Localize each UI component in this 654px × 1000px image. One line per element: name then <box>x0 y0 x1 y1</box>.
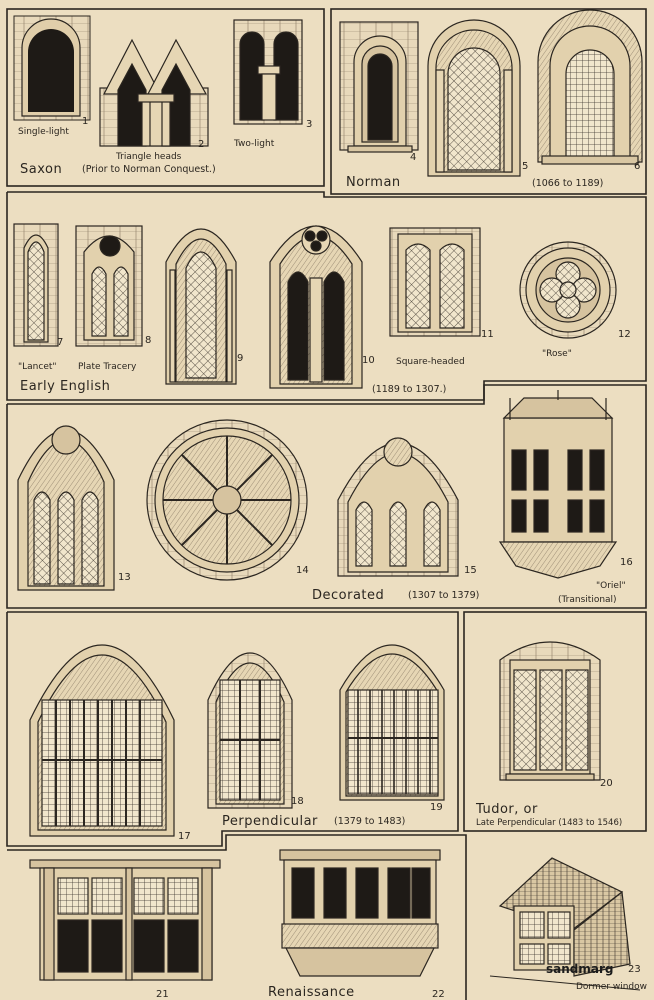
window-19-perpendicular <box>339 644 445 801</box>
watermark: sandmarg <box>546 962 614 976</box>
window-15-decorated-three-light <box>337 437 459 577</box>
saxon-panel <box>6 8 325 187</box>
window-16-oriel <box>498 390 618 579</box>
window-2-saxon-triangle-heads <box>99 38 209 147</box>
fig-number: 10 <box>362 355 375 366</box>
caption-square-headed: Square-headed <box>396 357 465 367</box>
caption-rose: "Rose" <box>542 349 572 359</box>
style-perpendicular: Perpendicular <box>222 814 318 829</box>
caption-two-light: Two-light <box>234 139 275 149</box>
style-decorated: Decorated <box>312 588 385 603</box>
style-early-english: Early English <box>20 379 111 394</box>
fig-number: 4 <box>410 152 417 163</box>
perpendicular-panel <box>6 611 459 847</box>
caption-oriel: "Oriel" <box>596 581 626 591</box>
fig-number: 1 <box>82 116 89 127</box>
fig-number: 5 <box>522 161 529 172</box>
norman-panel <box>330 8 647 195</box>
window-9-early-english-lancet <box>165 228 237 385</box>
window-18-perpendicular <box>207 652 293 809</box>
window-7-lancet <box>13 223 59 347</box>
window-5-norman <box>427 19 521 177</box>
fig-number: 22 <box>432 989 445 1000</box>
style-renaissance: Renaissance <box>268 985 355 1000</box>
window-3-saxon-two-light <box>233 19 303 125</box>
style-tudor: Tudor, or <box>476 802 538 817</box>
caption-plate-tracery: Plate Tracery <box>78 362 137 372</box>
fig-number: 6 <box>634 161 641 172</box>
fig-number: 18 <box>291 796 304 807</box>
window-21-renaissance <box>29 859 221 981</box>
decorated-date: (1307 to 1379) <box>408 590 480 601</box>
window-11-square-headed <box>389 227 481 337</box>
caption-single-light: Single-light <box>18 127 69 137</box>
window-1-saxon-single-light <box>13 15 91 121</box>
caption-dormer-window: Dormer window <box>576 982 647 992</box>
window-6-norman <box>537 9 643 165</box>
fig-number: 23 <box>628 964 641 975</box>
panel-borders <box>6 8 647 1000</box>
fig-number: 8 <box>145 335 152 346</box>
fig-number: 20 <box>600 778 613 789</box>
window-8-plate-tracery <box>75 225 143 347</box>
fig-number: 15 <box>464 565 477 576</box>
fig-number: 2 <box>198 139 205 150</box>
early-english-date: (1189 to 1307.) <box>372 384 447 395</box>
fig-number: 16 <box>620 557 633 568</box>
fig-number: 19 <box>430 802 443 813</box>
caption-triangle-heads: Triangle heads <box>116 152 182 162</box>
style-norman: Norman <box>346 175 401 190</box>
window-23-dormer <box>489 857 641 991</box>
perpendicular-date: (1379 to 1483) <box>334 816 406 827</box>
norman-date: (1066 to 1189) <box>532 178 604 189</box>
saxon-note: (Prior to Norman Conquest.) <box>82 164 216 175</box>
window-12-rose <box>519 241 617 339</box>
window-22-renaissance-bay <box>279 849 441 977</box>
decorated-panel <box>6 384 647 609</box>
window-17-perpendicular <box>29 644 175 837</box>
fig-number: 11 <box>481 329 494 340</box>
style-saxon: Saxon <box>20 162 63 177</box>
fig-number: 21 <box>156 989 169 1000</box>
window-14-decorated-rose <box>146 419 308 581</box>
tudor-panel <box>463 611 647 832</box>
fig-number: 12 <box>618 329 631 340</box>
window-13-decorated <box>17 425 115 591</box>
fig-number: 9 <box>237 353 244 364</box>
renaissance-panel <box>7 834 467 1000</box>
caption-lancet: "Lancet" <box>18 362 57 372</box>
fig-number: 17 <box>178 831 191 842</box>
window-10-early-english-two-light <box>269 225 363 389</box>
tudor-subtitle: Late Perpendicular (1483 to 1546) <box>476 818 623 828</box>
early-english-panel <box>6 191 647 401</box>
fig-number: 3 <box>306 119 313 130</box>
caption-transitional: (Transitional) <box>558 595 617 605</box>
window-4-norman <box>339 21 419 153</box>
window-20-tudor <box>499 641 601 781</box>
fig-number: 14 <box>296 565 309 576</box>
fig-number: 13 <box>118 572 131 583</box>
fig-number: 7 <box>57 337 64 348</box>
